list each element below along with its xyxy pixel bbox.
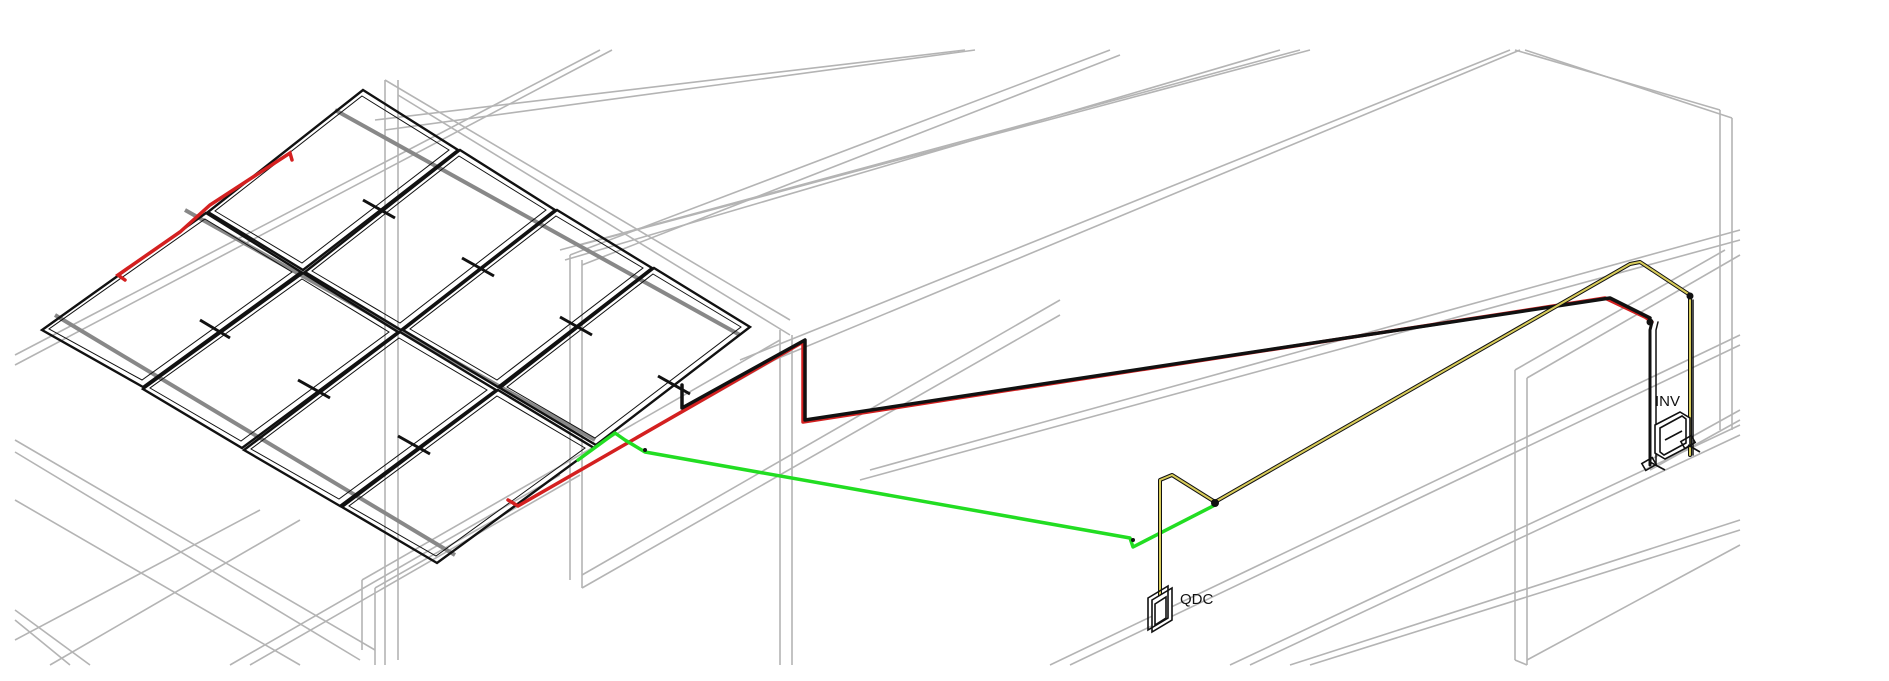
cable-junctions bbox=[643, 292, 1694, 542]
solar-panel-7 bbox=[241, 330, 499, 508]
dc-cable-down-to-inverter-2 bbox=[1655, 321, 1659, 466]
ac-cable bbox=[1158, 260, 1694, 602]
dc-cable-down-to-inverter bbox=[1648, 320, 1654, 467]
solar-panel-array bbox=[39, 88, 753, 565]
solar-panel-6 bbox=[140, 271, 401, 450]
panel-connectors bbox=[199, 198, 691, 456]
dc-string-cables bbox=[506, 296, 1659, 508]
dc-negative-cable bbox=[680, 296, 1652, 422]
solar-panel-2 bbox=[302, 148, 558, 332]
inverter-label: INV bbox=[1655, 393, 1680, 410]
distribution-board-qdc bbox=[1147, 584, 1173, 634]
dc-positive-cable bbox=[506, 296, 1654, 508]
solar-panel-5 bbox=[39, 211, 304, 389]
dc-positive-string-cable-top bbox=[114, 150, 294, 282]
building-structure-wireframe bbox=[14, 49, 1741, 666]
inverter-unit bbox=[1640, 411, 1701, 472]
solar-panel-3 bbox=[400, 208, 655, 389]
solar-panel-8 bbox=[339, 388, 597, 565]
ground-cable bbox=[576, 431, 1217, 549]
qdc-label: QDC bbox=[1180, 591, 1214, 608]
